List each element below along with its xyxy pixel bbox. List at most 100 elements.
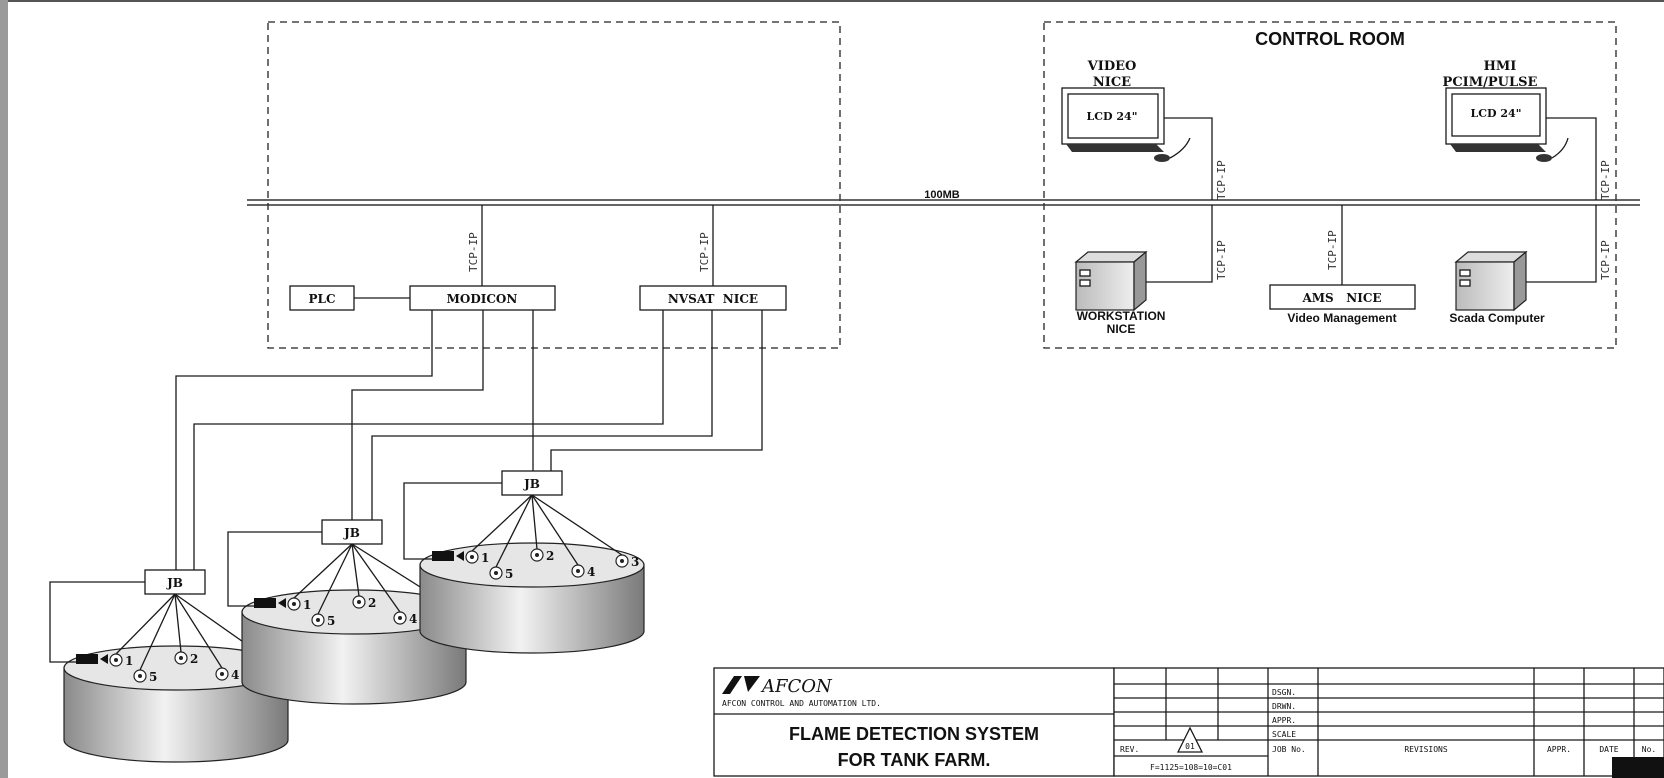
field-job-no: JOB No. — [1272, 745, 1306, 754]
detector-wire — [531, 494, 623, 556]
tcp-label-ams: TCP-IP — [1326, 230, 1339, 270]
wire-modicon-jb2 — [351, 310, 484, 520]
flame-detector-lens — [292, 602, 296, 606]
ams-nice-label: AMS NICE — [1301, 291, 1381, 305]
flame-detector-lens — [576, 569, 580, 573]
video-nice-monitor: VIDEO NICE LCD 24" — [1061, 59, 1191, 162]
afcon-logo-mark — [744, 676, 760, 692]
drawing-title-1: FLAME DETECTION SYSTEM — [789, 724, 1039, 744]
hmi-keyboard-icon — [1450, 144, 1546, 152]
title-block: AFCON AFCON CONTROL AND AUTOMATION LTD. … — [713, 667, 1664, 778]
hmi-mouse-cable — [1551, 137, 1569, 159]
camera-cable — [403, 482, 502, 560]
tank-top — [419, 542, 645, 588]
ams-nice-box — [1269, 284, 1416, 310]
field-dsgn: DSGN. — [1272, 688, 1296, 697]
camera-icon — [432, 551, 454, 561]
detector-wire — [317, 543, 353, 615]
field-panel-frame — [267, 21, 841, 349]
scada-link — [1526, 205, 1597, 283]
workstation-label-1: WORKSTATION — [1077, 309, 1166, 323]
flame-detector-lens — [179, 656, 183, 660]
drawing-number: F=1125=108=10=C01 — [1150, 763, 1232, 772]
detector-wire — [531, 494, 579, 566]
modicon-label: MODICON — [447, 292, 518, 306]
tcp-label-video: TCP-IP — [1215, 160, 1228, 200]
camera-lens-icon — [100, 654, 108, 664]
video-mouse-cable — [1169, 137, 1191, 159]
video-mouse-icon — [1154, 154, 1170, 162]
appr-label: APPR. — [1547, 745, 1571, 754]
wire-nvsat-jb2 — [371, 310, 713, 520]
video-monitor-bezel — [1067, 93, 1159, 139]
detector-wire — [495, 494, 533, 568]
afcon-logo-text: AFCON — [760, 676, 833, 697]
flame-detector-lens — [114, 658, 118, 662]
camera-cable — [49, 581, 145, 663]
junction-box-label: JB — [523, 477, 540, 491]
detector-number: 5 — [505, 567, 513, 581]
junction-box-label: JB — [166, 576, 183, 590]
field-drwn: DRWN. — [1272, 702, 1296, 711]
detector-wire — [471, 494, 533, 552]
detector-number: 1 — [125, 654, 133, 668]
nvsat-nice-box — [639, 285, 787, 311]
detector-number: 2 — [190, 652, 198, 666]
detector-number: 3 — [631, 555, 639, 569]
company-name: AFCON CONTROL AND AUTOMATION LTD. — [722, 699, 881, 708]
tank-body — [241, 611, 467, 705]
scada-computer-icon — [1454, 250, 1528, 312]
hmi-monitor-name-2: PCIM/PULSE — [1443, 75, 1538, 90]
drawing-title-2: FOR TANK FARM. — [838, 750, 991, 770]
wire-modicon-jb1 — [175, 310, 433, 572]
junction-box — [501, 470, 563, 496]
detector-wire — [351, 543, 360, 597]
tank-body — [419, 564, 645, 654]
flame-detector-lens — [620, 559, 624, 563]
wire-nvsat-jb1 — [193, 310, 664, 572]
tcp-label-workstation: TCP-IP — [1215, 240, 1228, 280]
tcp-label-nvsat: TCP-IP — [698, 232, 711, 272]
hmi-mouse-icon — [1536, 154, 1552, 162]
video-monitor-name-1: VIDEO — [1087, 59, 1137, 74]
rev-triangle-icon — [1176, 726, 1204, 753]
detector-number: 5 — [149, 670, 157, 684]
afcon-logo-icon — [722, 676, 742, 694]
flame-detector-lens — [470, 555, 474, 559]
corner-mark — [1612, 757, 1664, 778]
workstation-pc-icon — [1074, 250, 1148, 312]
field-appr: APPR. — [1272, 716, 1296, 725]
revisions-label: REVISIONS — [1404, 745, 1448, 754]
bus-label: 100MB — [924, 189, 960, 201]
camera-lens-icon — [278, 598, 286, 608]
camera-lens-icon — [456, 551, 464, 561]
video-monitor-screen-label: LCD 24" — [1087, 110, 1138, 123]
detector-number: 4 — [231, 668, 239, 682]
workstation-link — [1146, 205, 1213, 283]
rev-value: 01 — [1185, 742, 1195, 751]
detector-number: 2 — [368, 596, 376, 610]
tcp-label-modicon: TCP-IP — [467, 232, 480, 272]
detector-wire — [351, 543, 401, 613]
detector-wire — [139, 593, 176, 671]
detector-number: 5 — [327, 614, 335, 628]
detector-number: 2 — [546, 549, 554, 563]
flame-detector-lens — [494, 571, 498, 575]
sheet-top-edge — [8, 0, 1664, 2]
hmi-monitor-link — [1546, 117, 1597, 200]
video-monitor-link — [1164, 117, 1213, 200]
video-management-label: Video Management — [1287, 311, 1396, 325]
detector-number: 1 — [303, 598, 311, 612]
video-monitor-name-2: NICE — [1093, 75, 1131, 90]
camera-icon — [76, 654, 98, 664]
detector-wire — [531, 494, 538, 550]
flame-detector-lens — [357, 600, 361, 604]
tcp-label-hmi: TCP-IP — [1599, 160, 1612, 200]
modicon-box — [409, 285, 556, 311]
tank-body — [63, 667, 289, 763]
rev-label: REV. — [1120, 745, 1139, 754]
detector-wire — [293, 543, 353, 599]
no-label: No. — [1642, 745, 1656, 754]
